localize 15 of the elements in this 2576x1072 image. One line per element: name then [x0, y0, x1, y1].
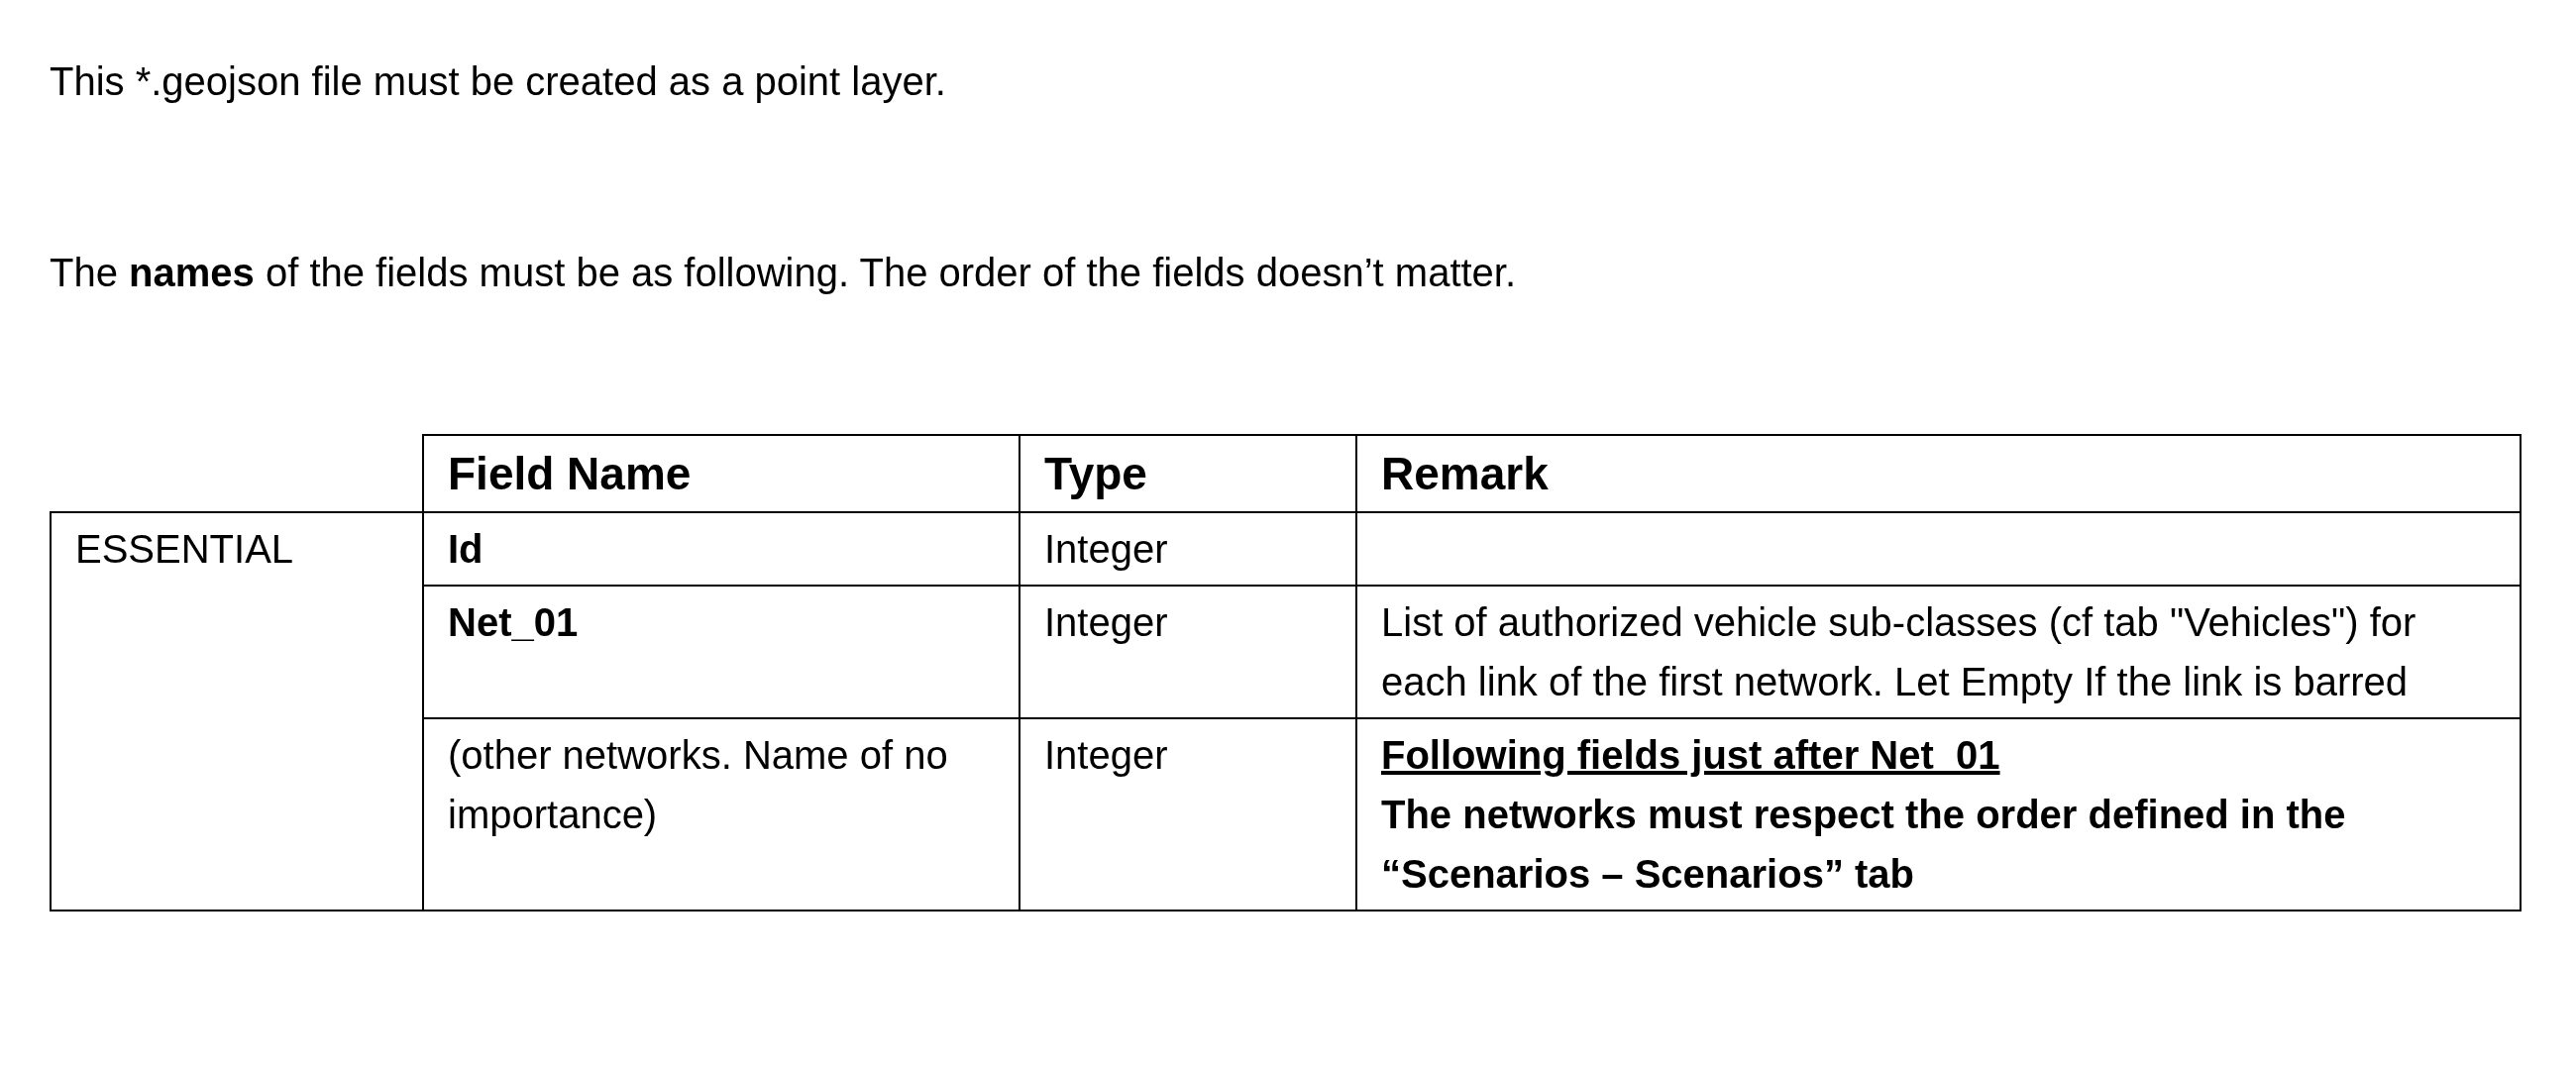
- column-header: Remark: [1381, 447, 1550, 501]
- column-header: Type: [1044, 447, 1148, 501]
- instruction-text: The names of the fields must be as following. The order of the fields doesn’t matter.: [50, 250, 1517, 296]
- remark-text: The networks must respect the order defined in the “Scenarios – Scenarios” tab: [1381, 792, 2347, 898]
- field-type: Integer: [1044, 732, 1169, 779]
- field-type: Integer: [1044, 526, 1169, 573]
- field-name: (other networks. Name of no importance): [448, 732, 949, 838]
- remark-text: List of authorized vehicle sub-classes (cf tab "Vehicles") for each link of the first network. Let Empty If the link is barred: [1381, 599, 2417, 705]
- field-name: Net_01: [448, 599, 580, 646]
- field-name: Id: [448, 526, 484, 573]
- category-label: ESSENTIAL: [75, 526, 295, 573]
- field-type: Integer: [1044, 599, 1169, 646]
- column-header: Field Name: [448, 447, 693, 501]
- remark-text: Following fields just after Net_01: [1381, 732, 2001, 779]
- instruction-text: This *.geojson file must be created as a point layer.: [50, 58, 946, 105]
